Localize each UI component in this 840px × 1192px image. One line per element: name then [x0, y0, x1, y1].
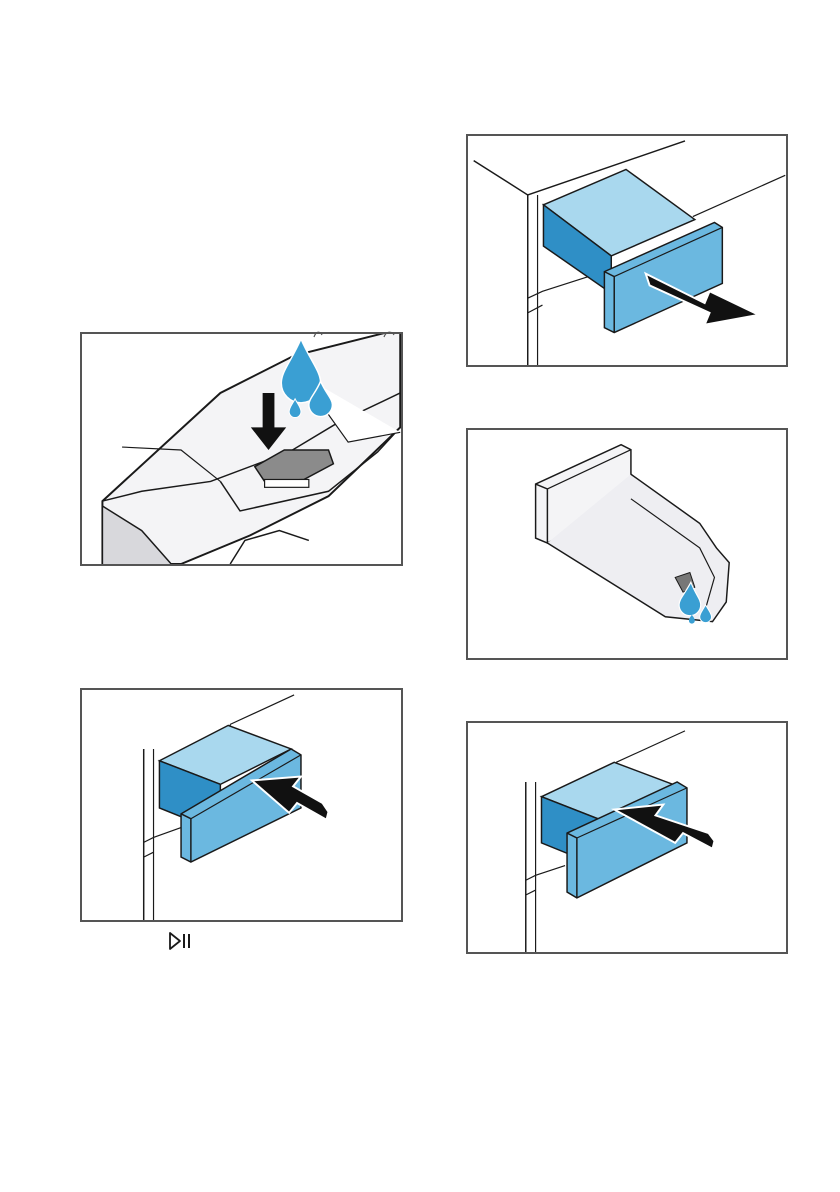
start-pause-icon [168, 930, 194, 952]
panel-corner-marks [310, 326, 400, 336]
dispenser-insert-illustration [82, 334, 401, 564]
figure-push-drawer-in-again [466, 721, 788, 954]
figure-push-drawer-in [80, 688, 403, 922]
drawer-push-again-illustration [468, 723, 786, 952]
drawer-pull-illustration [468, 136, 786, 365]
figure-pour-liquid [80, 332, 403, 566]
figure-pull-drawer-out [466, 134, 788, 367]
drawer-push-illustration [82, 690, 401, 920]
figure-drain-drawer [466, 428, 788, 660]
drawer-drain-illustration [468, 430, 786, 658]
